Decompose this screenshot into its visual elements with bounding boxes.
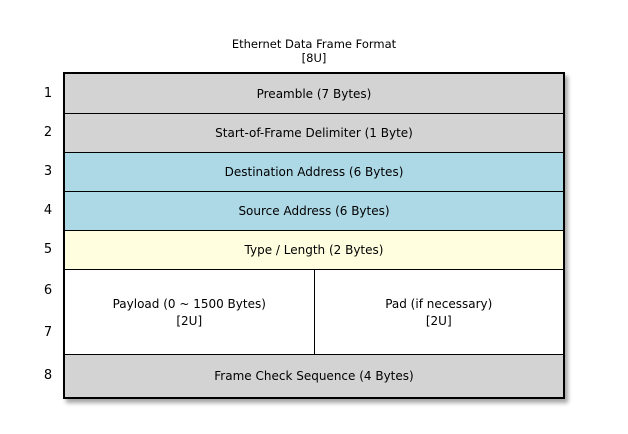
frame-cell-payload: Payload (0 ~ 1500 Bytes) [2U]: [65, 270, 315, 354]
frame-row-fcs: Frame Check Sequence (4 Bytes): [65, 354, 563, 397]
frame-cell-pad: Pad (if necessary) [2U]: [315, 270, 564, 354]
payload-label: Payload (0 ~ 1500 Bytes): [112, 296, 266, 311]
row-number-column: 1 2 3 4 5 6 7 8: [33, 72, 63, 399]
row-number: 2: [43, 125, 53, 140]
frame-box: Preamble (7 Bytes) Start-of-Frame Delimi…: [63, 72, 565, 399]
page-title: Ethernet Data Frame Format: [231, 37, 397, 51]
frame-row-destination-address: Destination Address (6 Bytes): [65, 152, 563, 191]
row-number-payload-group: 6 7: [33, 269, 63, 354]
diagram-title-block: Ethernet Data Frame Format [8U]: [63, 37, 565, 65]
pad-sublabel: [2U]: [425, 313, 452, 328]
page-subtitle: [8U]: [301, 51, 327, 65]
row-number: 7: [43, 325, 53, 341]
frame-row-payload-pad: Payload (0 ~ 1500 Bytes) [2U] Pad (if ne…: [65, 269, 563, 354]
frame-row-preamble: Preamble (7 Bytes): [65, 74, 563, 113]
row-number: 3: [43, 164, 53, 179]
row-number: 8: [43, 368, 53, 383]
row-number: 4: [43, 203, 53, 218]
row-number: 6: [43, 282, 53, 298]
row-number: 1: [43, 86, 53, 101]
row-number: 5: [43, 242, 53, 257]
frame-row-source-address: Source Address (6 Bytes): [65, 191, 563, 230]
frame-row-sfd: Start-of-Frame Delimiter (1 Byte): [65, 113, 563, 152]
pad-label: Pad (if necessary): [385, 296, 493, 311]
payload-sublabel: [2U]: [176, 313, 203, 328]
frame-table: 1 2 3 4 5 6 7 8 Preamble (7 Bytes) Start…: [33, 72, 565, 399]
frame-row-type-length: Type / Length (2 Bytes): [65, 230, 563, 269]
